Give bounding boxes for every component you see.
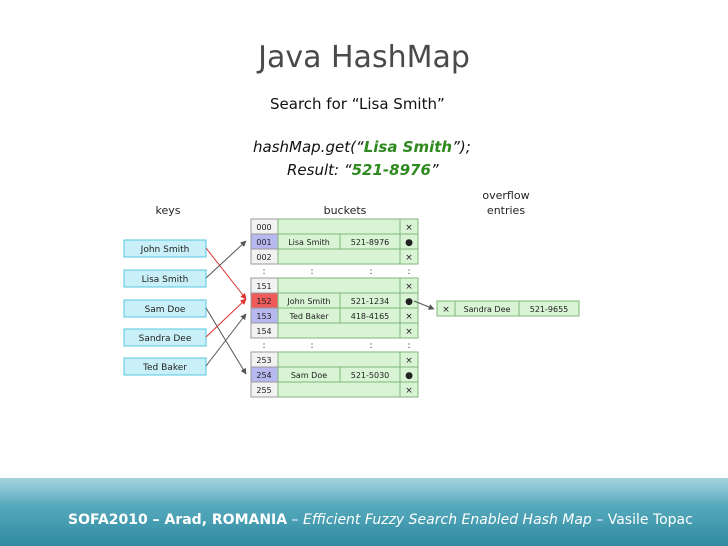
bucket-marker: ● (405, 297, 413, 307)
ellipsis: : (310, 267, 313, 277)
bucket-marker: × (405, 223, 413, 233)
result-suffix: ” (430, 161, 439, 179)
overflow-entry: × Sandra Dee 521-9655 (436, 300, 580, 317)
bucket-marker: × (405, 312, 413, 322)
key-box: Sam Doe (123, 299, 207, 318)
bucket-index: 154 (256, 327, 271, 336)
bucket-phone: 521-1234 (351, 297, 390, 306)
key-label: Lisa Smith (142, 275, 189, 285)
overflow-header-2: entries (487, 204, 525, 217)
ellipsis: : (262, 267, 265, 277)
bucket-marker: ● (405, 238, 413, 248)
footer-text: SOFA2010 – Arad, ROMANIA – Efficient Fuz… (68, 512, 693, 528)
bucket-name: John Smith (286, 297, 330, 306)
code-prefix: hashMap.get(“ (253, 138, 364, 156)
bucket-phone: 418-4165 (351, 312, 390, 321)
bucket-index: 000 (256, 223, 271, 232)
bucket-index: 255 (256, 386, 271, 395)
slide-subtitle: Search for “Lisa Smith” (270, 95, 445, 113)
key-label: Sam Doe (145, 305, 186, 315)
overflow-name: Sandra Dee (464, 305, 511, 314)
key-label: Sandra Dee (139, 334, 192, 344)
key-box: Sandra Dee (123, 328, 207, 347)
bucket-row: 154 × (250, 322, 419, 339)
bucket-row: 254 Sam Doe 521-5030 ● (250, 366, 419, 383)
ellipsis: : (407, 267, 410, 277)
buckets-header: buckets (324, 204, 367, 217)
bucket-marker: × (405, 356, 413, 366)
bucket-row: 002 × (250, 248, 419, 265)
bucket-phone: 521-5030 (351, 371, 390, 380)
bucket-row: 151 × (250, 277, 419, 294)
result-value: 521-8976 (351, 161, 431, 179)
footer-conference: SOFA2010 – Arad, ROMANIA (68, 512, 288, 528)
bucket-ellipsis-row: : : : : (262, 341, 410, 351)
bucket-row: 153 Ted Baker 418-4165 × (250, 307, 419, 324)
footer-author: Vasile Topac (607, 512, 693, 528)
keys-header: keys (156, 204, 181, 217)
bucket-index: 253 (256, 356, 271, 365)
overflow-phone: 521-9655 (530, 305, 569, 314)
bucket-row: 255 × (250, 381, 419, 398)
footer-paper-title: Efficient Fuzzy Search Enabled Hash Map (303, 512, 592, 528)
code-suffix: ”); (452, 138, 471, 156)
footer-separator: – (287, 512, 304, 528)
hash-arrow (205, 313, 247, 367)
bucket-index: 153 (256, 312, 271, 321)
bucket-table: 000 × 001 Lisa Smith 521-8976 ● 002 × : … (250, 218, 419, 398)
slide-title: Java HashMap (258, 40, 470, 75)
key-box: John Smith (123, 239, 207, 258)
bucket-index: 254 (256, 371, 271, 380)
ellipsis: : (310, 341, 313, 351)
key-box: Lisa Smith (123, 269, 207, 288)
footer-bar (0, 478, 728, 546)
bucket-name: Lisa Smith (288, 238, 330, 247)
footer-separator: – (591, 512, 608, 528)
bucket-marker: × (405, 327, 413, 337)
bucket-index: 151 (256, 282, 271, 291)
bucket-index: 002 (256, 253, 271, 262)
ellipsis: : (407, 341, 410, 351)
ellipsis: : (369, 341, 372, 351)
bucket-marker: × (405, 253, 413, 263)
overflow-arrow (413, 300, 435, 310)
bucket-phone: 521-8976 (351, 238, 390, 247)
bucket-ellipsis-row: : : : : (262, 267, 410, 277)
bucket-row: 001 Lisa Smith 521-8976 ● (250, 233, 419, 250)
code-key: Lisa Smith (363, 138, 453, 156)
bucket-name: Ted Baker (288, 312, 329, 321)
bucket-name: Sam Doe (291, 371, 327, 380)
bucket-row: 253 × (250, 351, 419, 368)
overflow-header-1: overflow (482, 189, 529, 202)
ellipsis: : (262, 341, 265, 351)
overflow-marker: × (442, 305, 450, 315)
hash-arrow (205, 298, 247, 338)
bucket-index: 001 (256, 238, 271, 247)
bucket-index: 152 (256, 297, 271, 306)
result-line: Result: “521-8976” (287, 161, 439, 179)
key-label: Ted Baker (142, 363, 187, 373)
result-prefix: Result: “ (287, 161, 352, 179)
bucket-marker: × (405, 282, 413, 292)
bucket-row: 000 × (250, 218, 419, 235)
bucket-marker: × (405, 386, 413, 396)
key-label: John Smith (140, 245, 190, 255)
hash-arrow (205, 240, 247, 279)
hash-arrow (205, 307, 247, 375)
ellipsis: : (369, 267, 372, 277)
code-line: hashMap.get(“Lisa Smith”); (253, 138, 471, 156)
bucket-row: 152 John Smith 521-1234 ● (250, 292, 419, 309)
key-box: Ted Baker (123, 357, 207, 376)
bucket-marker: ● (405, 371, 413, 381)
hash-arrow (205, 247, 247, 300)
